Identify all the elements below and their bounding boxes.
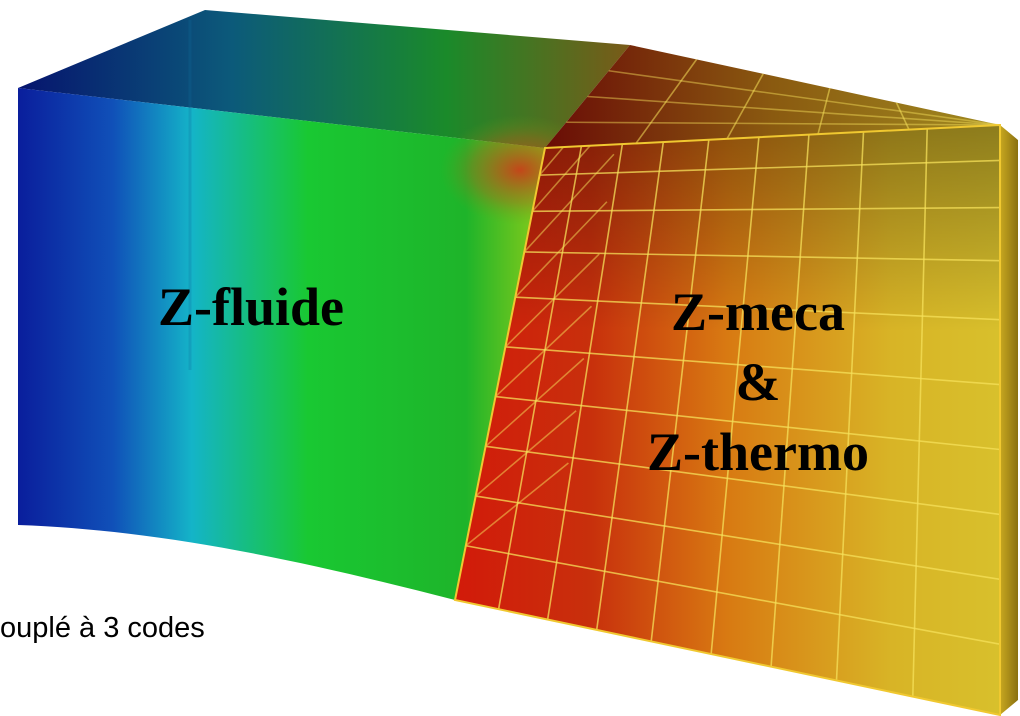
mesh-vertical-line <box>912 128 928 697</box>
mesh-top-line <box>608 69 1001 126</box>
solid-label-line1: Z-meca <box>671 282 845 342</box>
mesh-top-line <box>726 73 764 140</box>
mesh-horizontal-line <box>524 251 1000 262</box>
mesh-depth-line <box>494 305 593 398</box>
solid-front-outline <box>453 123 1001 716</box>
mesh-depth-line <box>465 462 569 547</box>
mesh-top-line <box>587 95 1001 126</box>
solid-label-line2: & <box>736 352 781 412</box>
mesh-vertical-line <box>650 139 710 642</box>
mesh-top-line <box>566 121 1001 126</box>
mesh-vertical-line <box>710 137 760 655</box>
mesh-horizontal-line <box>495 395 1000 451</box>
mesh-depth-line <box>514 201 608 298</box>
mesh-horizontal-line <box>539 159 1000 176</box>
mesh-vertical-line <box>497 146 583 610</box>
mesh-depth-line <box>485 357 585 447</box>
fluid-label: Z-fluide <box>158 277 344 337</box>
fluid-top-face <box>18 10 630 148</box>
mesh-depth-line <box>523 153 615 253</box>
solid-domain <box>453 45 1018 716</box>
mesh-top-line <box>895 102 910 130</box>
solid-label-line3: Z-thermo <box>647 422 869 482</box>
mesh-horizontal-line <box>465 544 1000 645</box>
mesh-depth-line <box>538 125 627 176</box>
mesh-horizontal-line <box>475 495 1000 581</box>
solid-shading <box>455 125 1000 715</box>
mesh-top-line <box>635 58 698 144</box>
mesh-depth-line <box>475 410 577 497</box>
caption-text: ouplé à 3 codes <box>0 612 205 644</box>
mesh-vertical-line <box>770 134 810 667</box>
mesh-vertical-line <box>835 131 865 681</box>
solid-side-face <box>1000 125 1018 715</box>
mesh-horizontal-line <box>485 445 1000 516</box>
solid-mesh-grid <box>465 125 1000 697</box>
mesh-depth-line <box>504 253 600 348</box>
mesh-top-line <box>817 88 831 135</box>
fluid-front-face <box>18 88 545 600</box>
mesh-vertical-line <box>595 141 665 631</box>
mesh-vertical-line <box>546 143 624 620</box>
solid-top-face <box>545 45 1000 148</box>
mesh-horizontal-line <box>505 346 1000 386</box>
mesh-horizontal-line <box>515 296 1000 321</box>
mesh-horizontal-line <box>532 206 1000 213</box>
solid-top-mesh-grid <box>566 58 1001 144</box>
